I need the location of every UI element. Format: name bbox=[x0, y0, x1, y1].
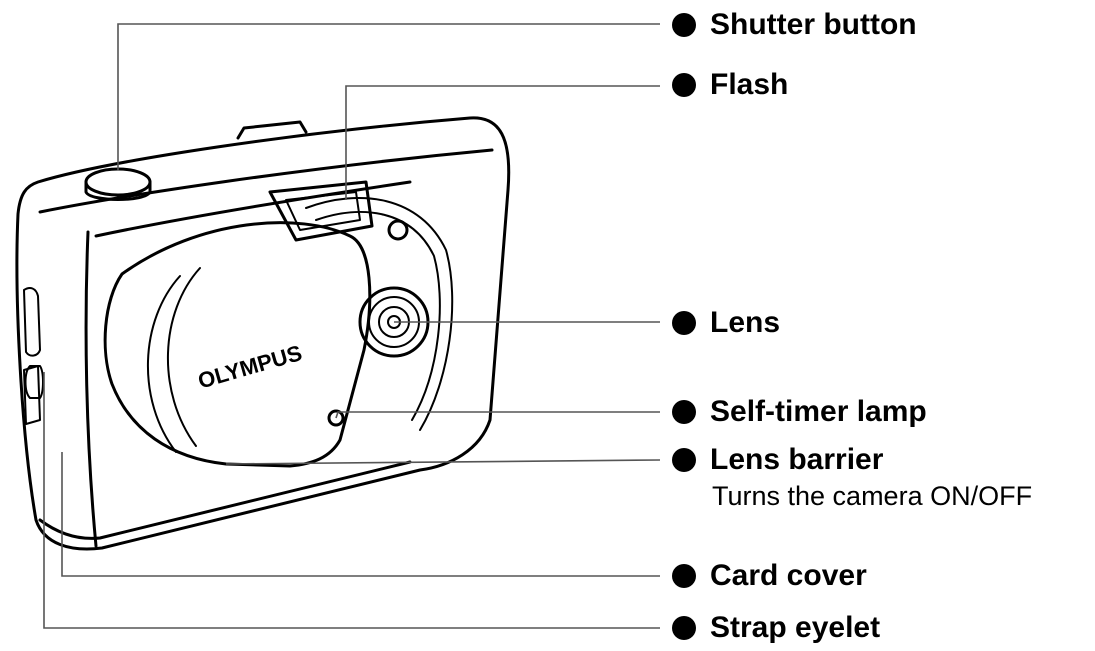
bullet-icon bbox=[672, 448, 696, 472]
leader-card-cover bbox=[61, 452, 660, 577]
lens-barrier bbox=[103, 221, 372, 468]
bullet-icon bbox=[672, 400, 696, 424]
lens-barrier-note: Turns the camera ON/OFF bbox=[712, 481, 1033, 511]
label-card-cover: Card cover bbox=[672, 561, 867, 591]
camera-top-plate bbox=[38, 148, 494, 214]
bullet-icon bbox=[672, 564, 696, 588]
leader-self-timer bbox=[335, 411, 660, 419]
label-self-timer-lamp: Self-timer lamp bbox=[672, 397, 927, 427]
flash-window bbox=[268, 180, 374, 242]
strap-eyelet bbox=[24, 365, 44, 399]
label-strap-eyelet: Strap eyelet bbox=[672, 613, 880, 643]
camera-body bbox=[15, 116, 511, 551]
brand-logo: OLYMPUS bbox=[195, 340, 305, 393]
card-cover bbox=[23, 287, 41, 357]
leader-lens-barrier bbox=[225, 459, 661, 465]
bullet-icon bbox=[672, 73, 696, 97]
label-text: Flash bbox=[710, 68, 789, 101]
shutter-button-shape bbox=[84, 167, 152, 201]
leader-shutter bbox=[117, 23, 660, 170]
label-text: Lens bbox=[710, 306, 781, 339]
label-text: Lens barrier bbox=[710, 443, 884, 476]
label-lens-barrier: Lens barrier bbox=[672, 445, 883, 475]
label-lens: Lens bbox=[672, 308, 780, 338]
leader-flash bbox=[345, 85, 660, 200]
label-text: Card cover bbox=[710, 559, 867, 592]
bullet-icon bbox=[672, 311, 696, 335]
leader-strap-eyelet bbox=[43, 372, 660, 629]
label-text: Shutter button bbox=[710, 8, 917, 41]
label-text: Strap eyelet bbox=[710, 611, 881, 644]
self-timer-lamp bbox=[327, 409, 345, 427]
label-text: Self-timer lamp bbox=[710, 395, 927, 428]
label-shutter-button: Shutter button bbox=[672, 10, 917, 40]
label-flash: Flash bbox=[672, 70, 788, 100]
bullet-icon bbox=[672, 13, 696, 37]
bullet-icon bbox=[672, 616, 696, 640]
